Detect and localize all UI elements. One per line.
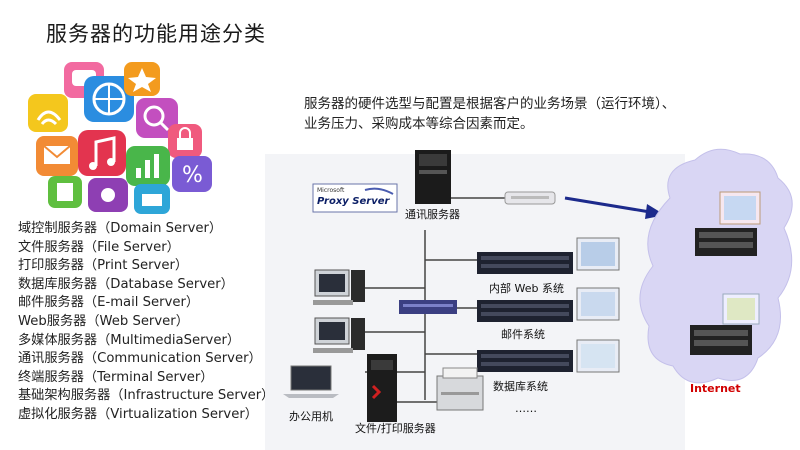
mail-server-icon <box>477 287 620 322</box>
router-icon <box>504 191 556 205</box>
server-type-item: 邮件服务器（E-mail Server） <box>18 295 200 311</box>
intro-line-1: 服务器的硬件选型与配置是根据客户的业务场景（运行环境）、 <box>304 96 676 112</box>
server-type-item: 终端服务器（Terminal Server） <box>18 369 214 385</box>
page-title: 服务器的功能用途分类 <box>46 22 266 46</box>
network-diagram: Internet Microsoft Proxy Server 通讯服务器 内部… <box>265 148 793 450</box>
server-type-item: 多媒体服务器（MultimediaServer） <box>18 332 241 348</box>
globe-icon <box>84 76 134 122</box>
file-print-server-icon <box>367 354 397 422</box>
intro-line-2: 业务压力、采购成本等综合因素而定。 <box>304 116 534 132</box>
mail-icon <box>36 136 78 176</box>
svg-text:%: % <box>182 163 203 188</box>
star-icon <box>124 62 160 96</box>
office-pc-icon-2 <box>313 317 365 353</box>
printer-icon <box>436 367 484 411</box>
document-icon <box>48 176 82 208</box>
office-pc-icon-1 <box>313 269 365 305</box>
intranet-web-label: 内部 Web 系统 <box>489 281 564 295</box>
internet-cloud: Internet <box>639 148 793 395</box>
percent-icon: % <box>172 156 212 192</box>
proxy-name: Proxy Server <box>317 196 390 207</box>
camera-icon <box>88 178 128 212</box>
folder-icon <box>134 184 170 214</box>
music-icon <box>78 130 126 176</box>
intranet-web-server-icon <box>477 237 620 274</box>
office-pc-label: 办公用机 <box>289 409 333 423</box>
database-system-label: 数据库系统 <box>493 379 548 393</box>
server-type-item: 基础架构服务器（Infrastructure Server） <box>18 388 275 404</box>
comm-server-label: 通讯服务器 <box>405 208 460 221</box>
proxy-brand: Microsoft <box>317 187 345 194</box>
search-icon <box>136 98 178 138</box>
server-type-item: 打印服务器（Print Server） <box>18 258 189 274</box>
server-type-item: 文件服务器（File Server） <box>18 239 180 255</box>
server-type-item: 数据库服务器（Database Server） <box>18 276 234 292</box>
mail-system-label: 邮件系统 <box>501 328 545 341</box>
more-systems-label: …… <box>515 402 537 415</box>
lock-icon <box>168 124 202 158</box>
network-switch-icon <box>399 300 457 314</box>
server-type-item: 域控制服务器（Domain Server） <box>18 221 223 236</box>
intro-text: 服务器的硬件选型与配置是根据客户的业务场景（运行环境）、 业务压力、采购成本等综… <box>304 94 774 134</box>
server-type-item: Web服务器（Web Server） <box>18 313 189 329</box>
server-type-item: 虚拟化服务器（Virtualization Server） <box>18 406 258 422</box>
server-type-list: 域控制服务器（Domain Server） 文件服务器（File Server）… <box>18 220 274 425</box>
file-print-server-label: 文件/打印服务器 <box>355 421 436 435</box>
wifi-icon <box>28 94 68 132</box>
chart-icon <box>126 146 170 186</box>
database-server-icon <box>477 339 620 373</box>
server-type-item: 通讯服务器（Communication Server） <box>18 351 262 367</box>
proxy-server-badge: Microsoft Proxy Server <box>312 183 398 213</box>
internet-label: Internet <box>690 382 741 395</box>
comm-server-tower-icon <box>415 150 451 204</box>
laptop-icon <box>283 365 339 398</box>
app-icon-cluster: % <box>28 62 212 214</box>
